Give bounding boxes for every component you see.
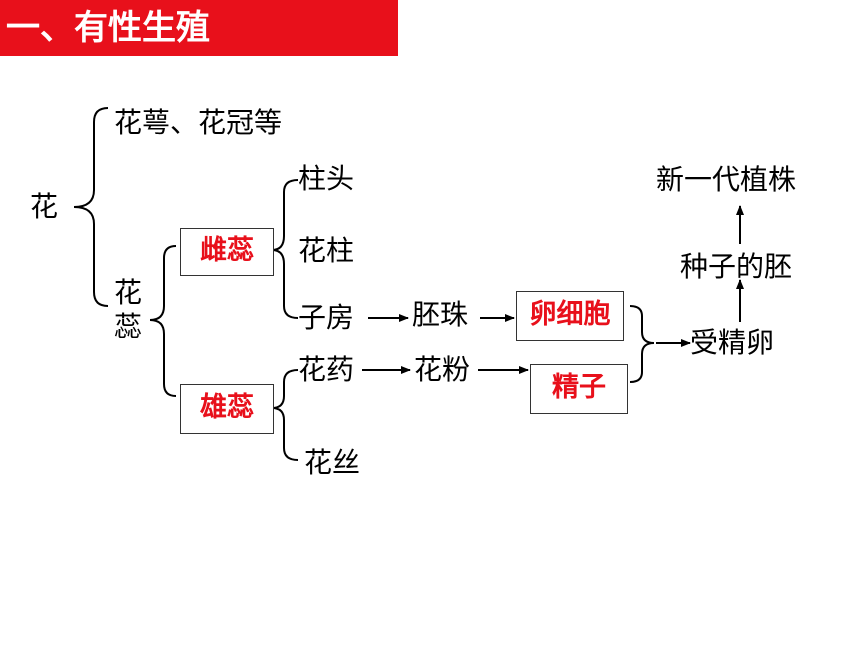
label-zygote: 受精卵: [690, 326, 775, 359]
label-stigma: 柱头: [298, 162, 355, 195]
box-pistil: 雌蕊: [180, 228, 274, 276]
label-new-plant: 新一代植株: [656, 163, 797, 196]
label-ovule: 胚珠: [412, 298, 469, 331]
box-sperm: 精子: [530, 364, 628, 414]
label-anther: 花药: [298, 353, 355, 386]
box-stamen: 雄蕊: [180, 384, 274, 434]
brace-fertilization: [629, 305, 655, 383]
label-flower: 花: [30, 190, 59, 223]
label-sepal-petal: 花萼、花冠等: [114, 106, 283, 139]
brace-flower: [73, 107, 109, 307]
label-ovary: 子房: [298, 301, 355, 334]
brace-pistil: [271, 179, 299, 319]
box-egg-cell: 卵细胞: [516, 291, 624, 341]
label-style: 花柱: [298, 234, 355, 267]
label-embryo: 种子的胚: [680, 250, 793, 283]
label-stamen-pistil: 花蕊: [114, 276, 143, 343]
brace-stamen-pistil: [149, 245, 177, 397]
label-pollen: 花粉: [414, 353, 471, 386]
label-filament: 花丝: [304, 446, 361, 479]
section-title: 一、有性生殖: [0, 0, 398, 56]
brace-stamen: [271, 369, 299, 461]
